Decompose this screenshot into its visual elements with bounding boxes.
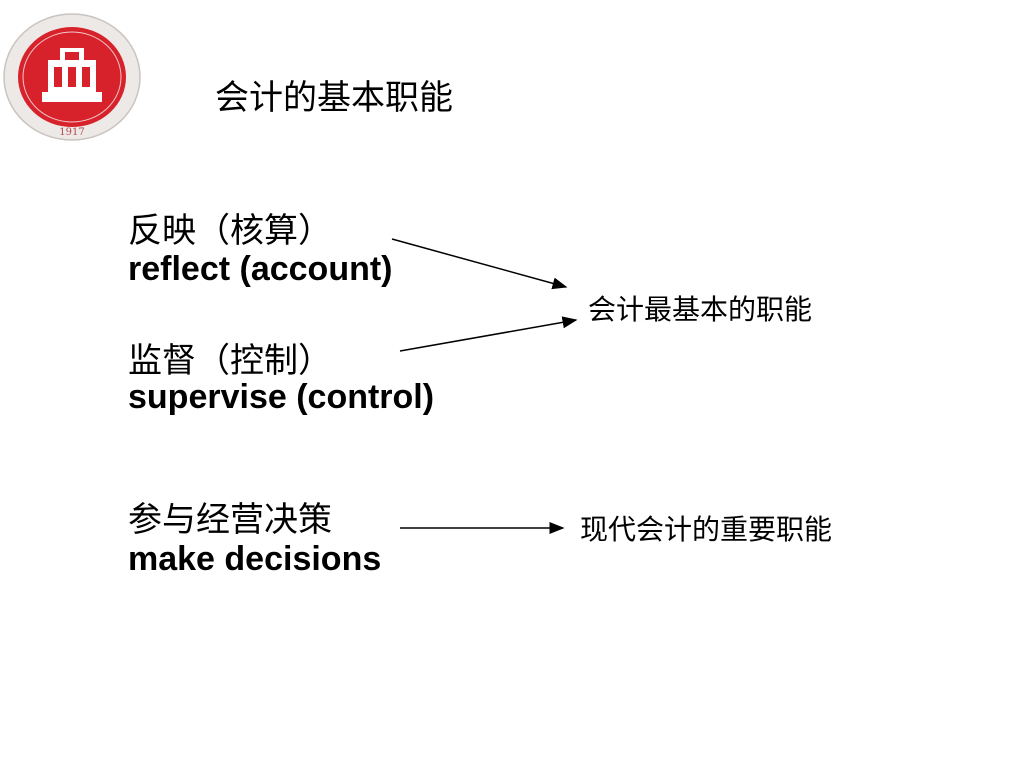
function-decisions-en: make decisions bbox=[128, 540, 382, 578]
modern-function-label: 现代会计的重要职能 bbox=[580, 513, 833, 546]
basic-function-label: 会计最基本的职能 bbox=[588, 293, 813, 326]
function-supervise-en: supervise (control) bbox=[128, 378, 435, 416]
arrow-reflect-to-basic bbox=[391, 238, 568, 290]
function-reflect-en: reflect (account) bbox=[128, 250, 393, 288]
arrow-supervise-to-basic bbox=[399, 316, 578, 352]
svg-text:1917: 1917 bbox=[59, 127, 84, 138]
function-supervise-zh: 监督（控制） bbox=[128, 341, 332, 381]
slide-title: 会计的基本职能 bbox=[215, 78, 453, 118]
university-seal-logo: 1917 bbox=[3, 13, 141, 141]
function-decisions-zh: 参与经营决策 bbox=[128, 500, 332, 540]
function-reflect-zh: 反映（核算） bbox=[128, 211, 332, 251]
